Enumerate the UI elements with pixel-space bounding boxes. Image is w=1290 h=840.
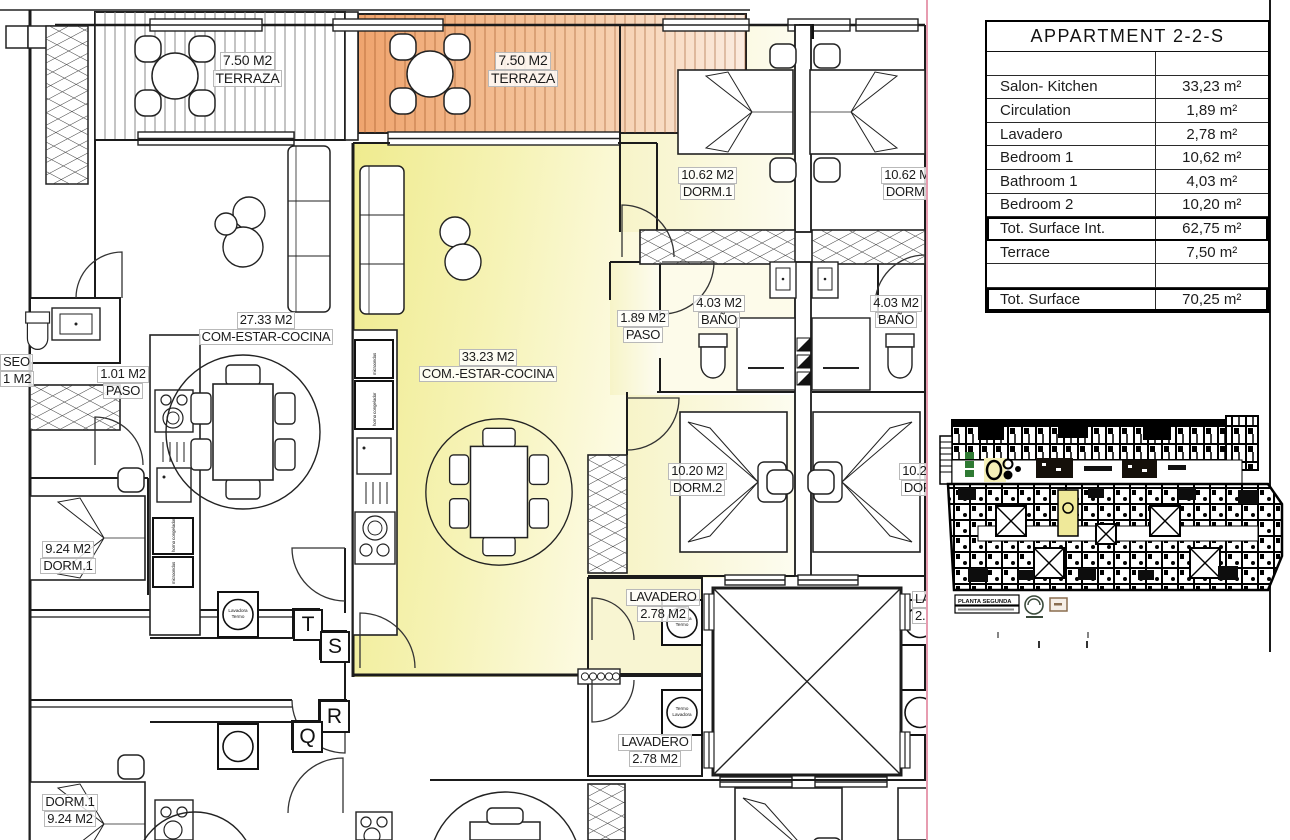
- washer-label: Termo: [676, 622, 689, 627]
- floor-plan: horno congelador microondas Lavadora Ter…: [0, 9, 926, 840]
- washer-label: Lavadora: [228, 608, 248, 613]
- inset-caption: PLANTA SEGUNDA: [958, 599, 1012, 605]
- washer-label: Lavadora: [672, 712, 692, 717]
- ruler-tick: [1038, 641, 1040, 648]
- architect-logo: [1024, 595, 1044, 618]
- sheet-border-line: [1269, 0, 1271, 652]
- windows-core: [719, 574, 888, 788]
- spec-table-title: APPARTMENT 2-2-S: [987, 22, 1268, 52]
- sofa-main: [359, 165, 405, 315]
- terrace-left: [94, 11, 346, 141]
- sofa-left: [287, 145, 331, 313]
- kitchen-main: microondas horno congelador: [352, 329, 398, 636]
- bathroom-fixtures: [698, 261, 915, 391]
- ruler-tick: [1086, 641, 1088, 648]
- microwave-label: microondas: [171, 562, 176, 584]
- microwave-label: microondas: [372, 353, 377, 375]
- washer-label: Termo: [676, 706, 689, 711]
- shaft-ticks: [796, 337, 811, 386]
- oven-label: horno congelador: [171, 518, 176, 552]
- window-band: [137, 131, 621, 146]
- plan-clip-line: [926, 0, 928, 840]
- spec-row-empty: [987, 52, 1268, 76]
- door-letter-r: R: [319, 700, 350, 733]
- door-letter-t: T: [293, 609, 323, 641]
- wardrobe: [29, 229, 926, 840]
- spec-row-empty2: [987, 264, 1268, 288]
- door-letter-s: S: [320, 631, 350, 663]
- oven-label: horno congelador: [372, 392, 377, 426]
- louver-strip: [45, 25, 89, 185]
- floor-plan-drawing: horno congelador microondas Lavadora Ter…: [0, 9, 926, 840]
- key-plan-inset: PLANTA SEGUNDA: [938, 408, 1290, 640]
- spec-row-total-int: Tot. Surface Int.62,75 m²: [987, 217, 1268, 241]
- grille: [577, 668, 621, 685]
- door-letter-q: Q: [292, 721, 323, 753]
- washer-label: Termo: [232, 614, 245, 619]
- kitchen-left: horno congelador microondas: [149, 334, 201, 636]
- light-shaft: [703, 586, 911, 777]
- aseo: [25, 297, 121, 364]
- windows-top: [149, 18, 919, 32]
